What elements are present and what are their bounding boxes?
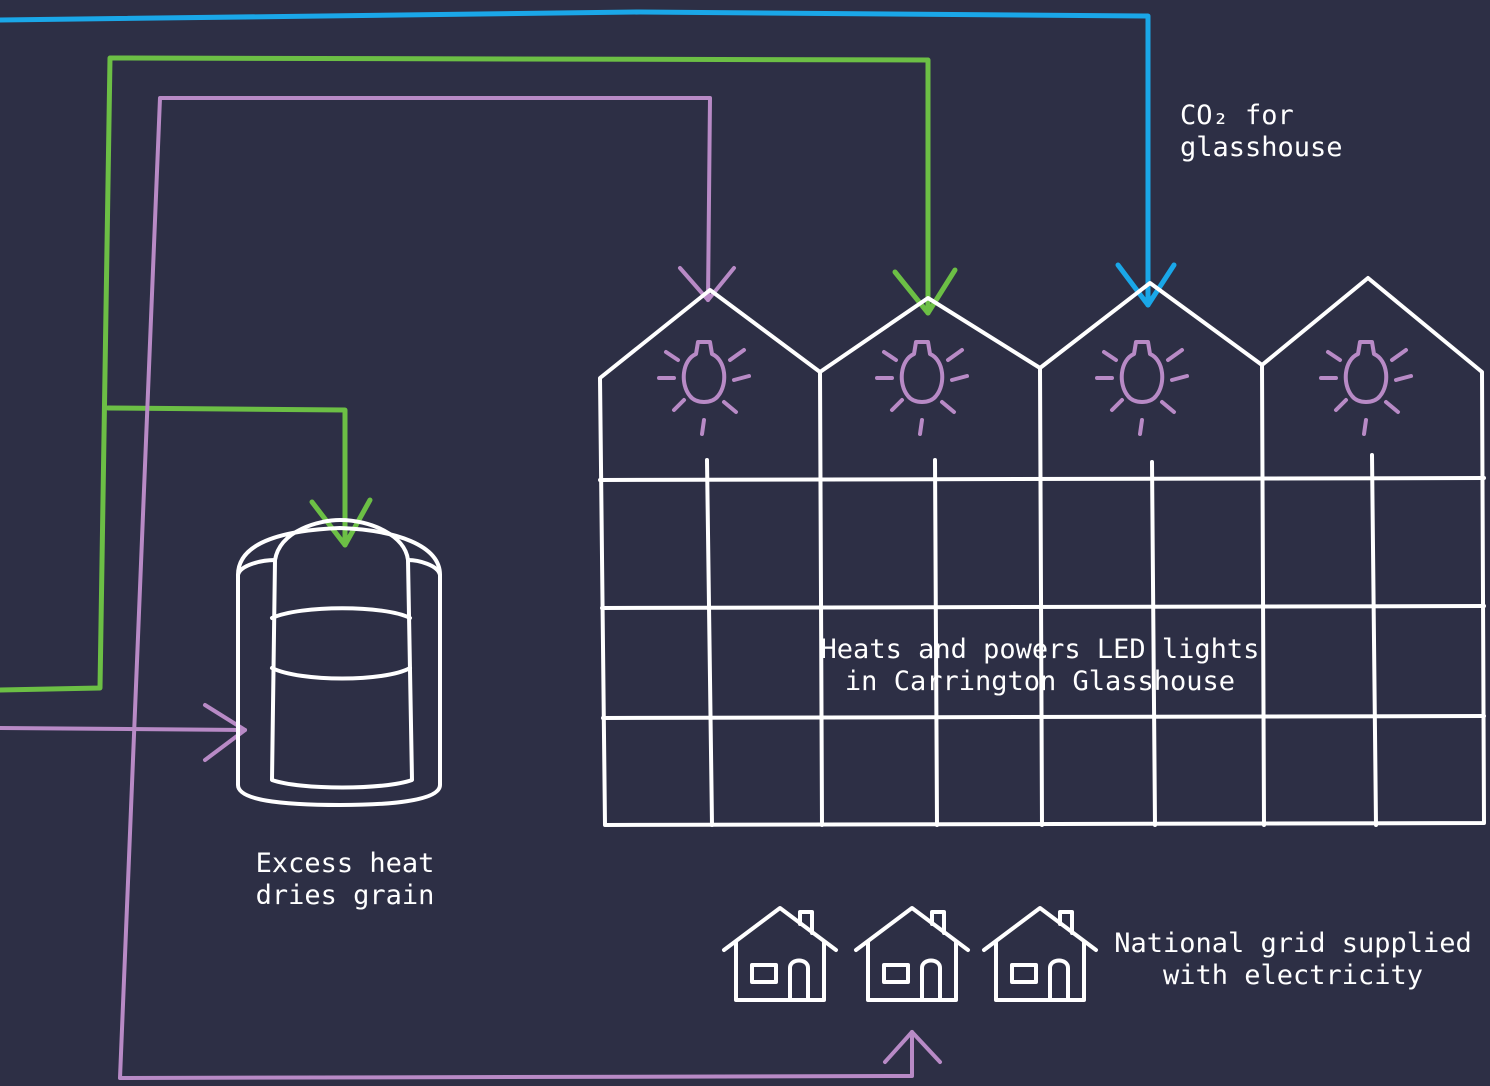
grid-label-line2: with electricity bbox=[1108, 960, 1478, 992]
led-bulb-icon bbox=[1321, 342, 1411, 434]
house-icon bbox=[984, 908, 1096, 1000]
glasshouse-label-line1: Heats and powers LED lights bbox=[800, 634, 1280, 666]
grain-label-line1: Excess heat bbox=[225, 848, 465, 880]
glasshouse-label: Heats and powers LED lights in Carringto… bbox=[800, 634, 1280, 698]
grain-silo-icon bbox=[238, 520, 440, 805]
grid-label-line1: National grid supplied bbox=[1108, 928, 1478, 960]
co2-label-line2: glasshouse bbox=[1180, 132, 1370, 164]
co2-label-line1: CO₂ for bbox=[1180, 100, 1370, 132]
house-icon bbox=[856, 908, 968, 1000]
grid-label: National grid supplied with electricity bbox=[1108, 928, 1478, 992]
led-bulb-icon bbox=[877, 342, 967, 434]
heat-flow-line bbox=[0, 58, 955, 690]
led-bulb-icon bbox=[1097, 342, 1187, 434]
glasshouse-label-line2: in Carrington Glasshouse bbox=[800, 666, 1280, 698]
led-bulb-icon bbox=[659, 342, 749, 434]
house-icon bbox=[724, 908, 836, 1000]
grain-label-line2: dries grain bbox=[225, 880, 465, 912]
grain-label: Excess heat dries grain bbox=[225, 848, 465, 912]
electricity-flow-line bbox=[0, 98, 940, 1078]
co2-label: CO₂ for glasshouse bbox=[1180, 100, 1370, 164]
